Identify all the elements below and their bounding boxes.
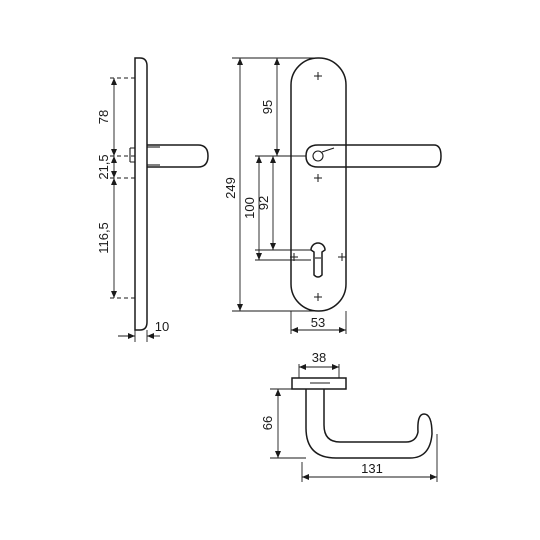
dim-label-10: 10 bbox=[155, 319, 169, 334]
lever-rose bbox=[291, 377, 347, 390]
dim-label-249: 249 bbox=[223, 177, 238, 199]
dim-label-92: 92 bbox=[256, 196, 271, 210]
dim-label-78: 78 bbox=[96, 110, 111, 124]
side-spindle bbox=[129, 147, 135, 163]
front-backplate bbox=[290, 57, 347, 312]
front-keyhole bbox=[310, 242, 326, 278]
dim-label-95: 95 bbox=[260, 100, 275, 114]
side-lever bbox=[147, 144, 209, 168]
dim-label-53: 53 bbox=[311, 315, 325, 330]
lever-view: 38 66 131 bbox=[260, 350, 438, 482]
dim-label-66: 66 bbox=[260, 416, 275, 430]
dim-label-100: 100 bbox=[242, 197, 257, 219]
dim-label-21-5: 21,5 bbox=[96, 154, 111, 179]
lever-body bbox=[305, 389, 433, 459]
dim-label-131: 131 bbox=[361, 461, 383, 476]
side-plate bbox=[134, 57, 148, 331]
dim-label-38: 38 bbox=[312, 350, 326, 365]
dim-label-116-5: 116,5 bbox=[96, 222, 111, 254]
side-view: 78 21,5 116,5 10 bbox=[96, 57, 209, 342]
front-view: 249 95 100 92 53 bbox=[223, 57, 442, 334]
front-lever bbox=[305, 144, 442, 168]
